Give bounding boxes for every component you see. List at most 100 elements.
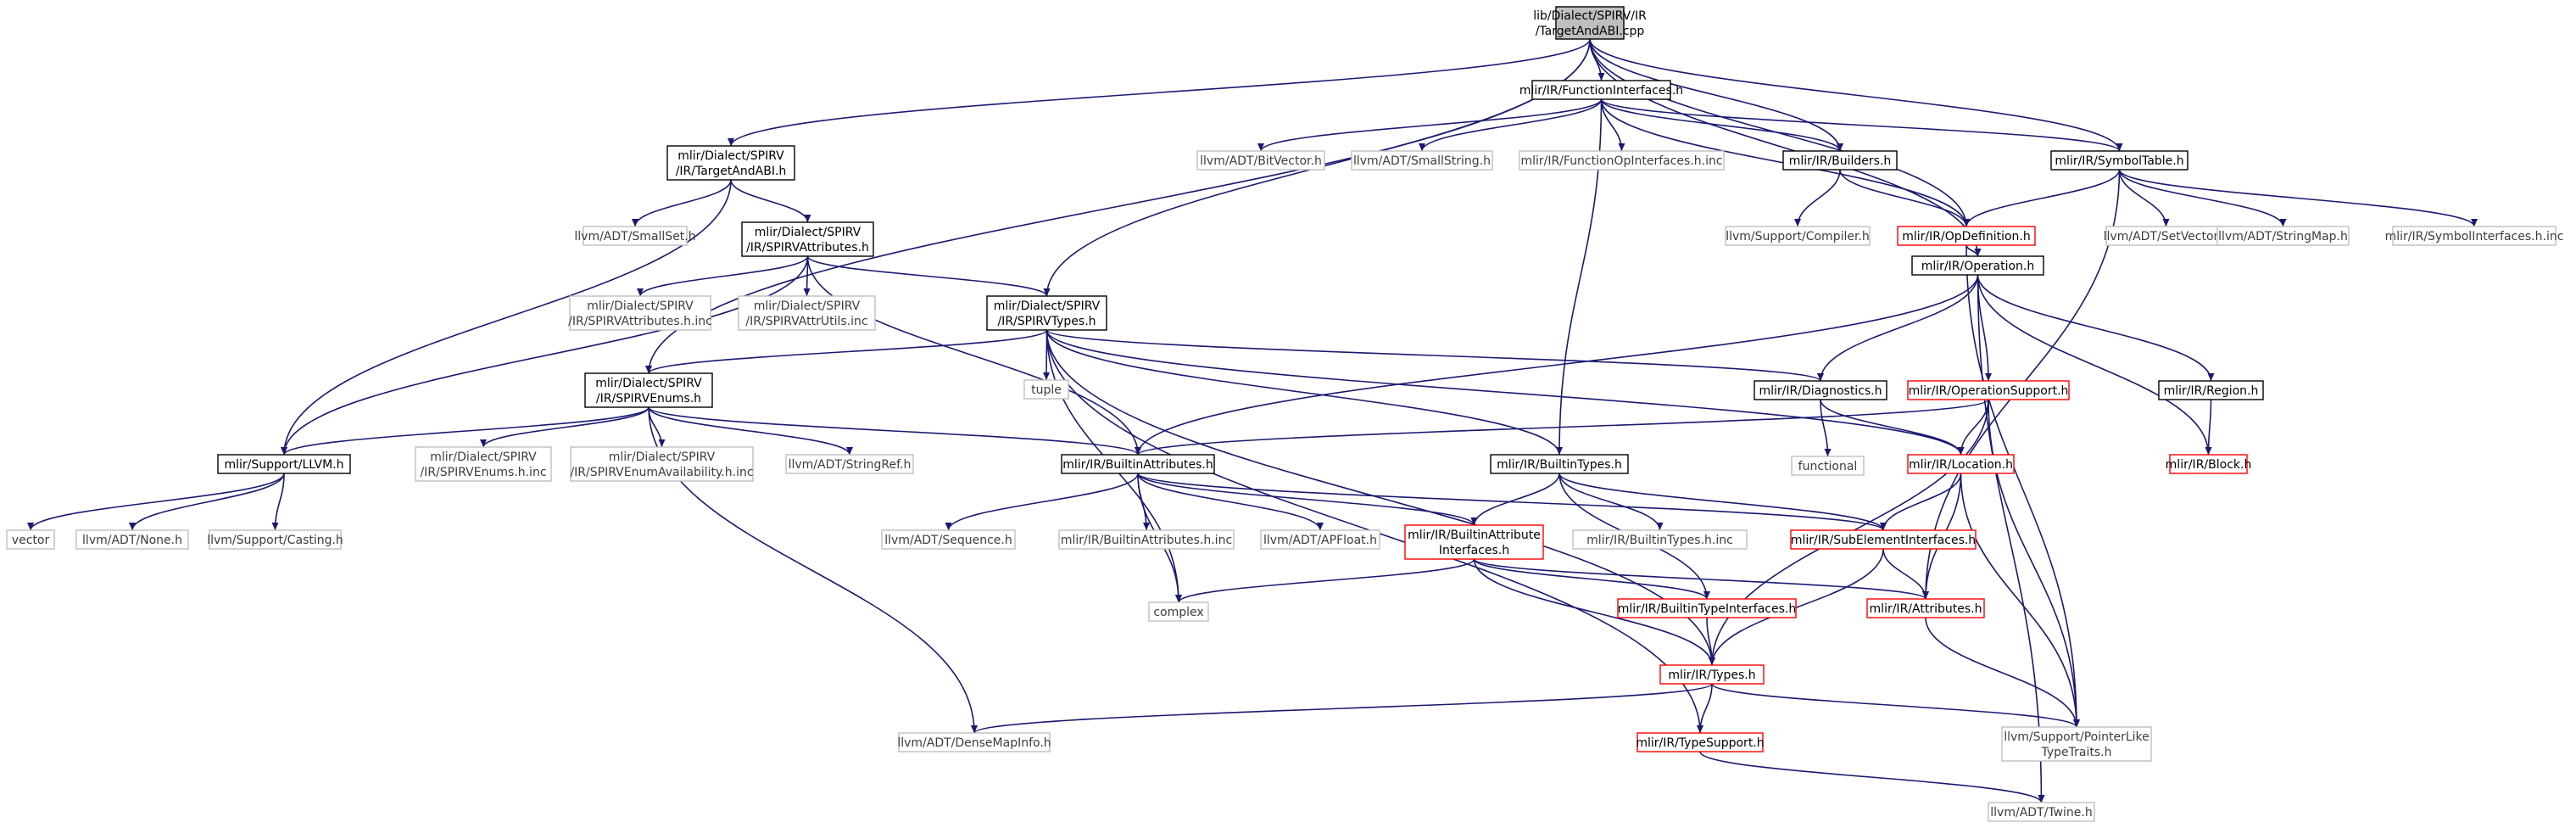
node-mlir-ir-region-h[interactable]: mlir/IR/Region.h xyxy=(2158,380,2264,400)
node-mlir-ir-operation-h[interactable]: mlir/IR/Operation.h xyxy=(1911,255,2044,276)
edge-operation-to-battr xyxy=(1135,274,1979,456)
node-label: mlir/IR/BuiltinAttribute xyxy=(1408,529,1541,542)
node-box xyxy=(1196,150,1325,171)
node-mlir-dialect-spirv-ir-spirvenumavailability-h-inc: mlir/Dialect/SPIRV/IR/SPIRVEnumAvailabil… xyxy=(570,446,754,482)
node-label: mlir/IR/BuiltinTypeInterfaces.h xyxy=(1618,602,1796,616)
node-mlir-ir-builtintypes-h[interactable]: mlir/IR/BuiltinTypes.h xyxy=(1490,454,1629,474)
edge-symtab-to-opdef xyxy=(1963,169,2121,227)
edge-spattr-to-battr xyxy=(806,255,1141,456)
node-box xyxy=(1058,529,1235,550)
node-mlir-dialect-spirv-ir-spirvenums-h-inc: mlir/Dialect/SPIRV/IR/SPIRVEnums.h.inc xyxy=(415,446,552,482)
node-functional: functional xyxy=(1791,456,1865,476)
edge-types-to-ptrlike xyxy=(1711,683,2080,728)
node-box xyxy=(1351,150,1493,171)
node-label: complex xyxy=(1153,606,1203,619)
edge-root-to-tabi xyxy=(728,38,1591,147)
node-box xyxy=(1790,529,1977,550)
node-mlir-ir-block-h[interactable]: mlir/IR/Block.h xyxy=(2166,454,2252,474)
edge-operation-to-diag xyxy=(1817,274,1979,382)
node-box xyxy=(1023,379,1069,400)
edge-sptypes-to-diag xyxy=(1045,329,1824,382)
node-box xyxy=(415,446,552,482)
node-label: llvm/ADT/BitVector.h xyxy=(1200,154,1322,168)
edge-root-to-symtab xyxy=(1589,38,2123,152)
node-label: mlir/Dialect/SPIRV xyxy=(754,299,861,313)
node-label: llvm/ADT/StringMap.h xyxy=(2218,230,2348,243)
node-label: mlir/IR/TypeSupport.h xyxy=(1636,736,1764,750)
edge-spattr-to-sptypes xyxy=(806,255,1051,297)
node-label: mlir/Dialect/SPIRV xyxy=(595,377,702,390)
node-mlir-ir-types-h[interactable]: mlir/IR/Types.h xyxy=(1659,664,1765,685)
node-label: mlir/IR/OperationSupport.h xyxy=(1909,384,2069,398)
node-mlir-ir-attributes-h[interactable]: mlir/IR/Attributes.h xyxy=(1866,598,1985,618)
edge-opdef-to-ptrlike xyxy=(1965,244,2080,728)
edge-region-to-block xyxy=(2205,399,2212,456)
node-llvm-support-compiler-h: llvm/Support/Compiler.h xyxy=(1725,226,1871,246)
node-label: mlir/IR/FunctionInterfaces.h xyxy=(1519,84,1683,98)
node-box xyxy=(1531,80,1671,100)
node-mlir-ir-symboltable-h[interactable]: mlir/IR/SymbolTable.h xyxy=(2050,150,2188,171)
node-mlir-dialect-spirv-ir-spirvattributes-h[interactable]: mlir/Dialect/SPIRV/IR/SPIRVAttributes.h xyxy=(741,221,874,257)
edge-battr-to-battrif xyxy=(1137,473,1478,526)
edge-btypes-to-battrif xyxy=(1470,473,1560,526)
node-label: mlir/IR/FunctionOpInterfaces.h.inc xyxy=(1520,154,1722,168)
node-box xyxy=(1866,598,1985,618)
node-box xyxy=(666,145,795,181)
edge-types-to-typesupport xyxy=(1697,683,1713,734)
node-mlir-dialect-spirv-ir-targetandabi-h[interactable]: mlir/Dialect/SPIRV/IR/TargetAndABI.h xyxy=(666,145,795,181)
node-label: llvm/Support/Compiler.h xyxy=(1726,230,1870,243)
node-mlir-dialect-spirv-ir-spirvenums-h[interactable]: mlir/Dialect/SPIRV/IR/SPIRVEnums.h xyxy=(584,372,713,408)
node-mlir-ir-operationsupport-h[interactable]: mlir/IR/OperationSupport.h xyxy=(1907,380,2070,400)
node-label: /IR/SPIRVAttributes.h.inc xyxy=(568,315,712,328)
node-mlir-ir-opdefinition-h[interactable]: mlir/IR/OpDefinition.h xyxy=(1897,226,2036,246)
node-box xyxy=(1725,226,1871,246)
node-box xyxy=(2158,380,2264,400)
node-label: mlir/IR/Region.h xyxy=(2164,384,2259,398)
node-box xyxy=(209,529,342,550)
node-llvm-adt-sequence-h: llvm/ADT/Sequence.h xyxy=(881,529,1016,550)
node-mlir-ir-builtintypeinterfaces-h[interactable]: mlir/IR/BuiltinTypeInterfaces.h xyxy=(1617,598,1797,618)
node-label: mlir/Dialect/SPIRV xyxy=(609,450,716,464)
node-mlir-ir-builders-h[interactable]: mlir/IR/Builders.h xyxy=(1782,150,1898,171)
node-box xyxy=(75,529,189,550)
node-box xyxy=(2001,726,2152,762)
edge-symtab-to-strmap xyxy=(2118,169,2287,227)
edge-funcif-to-smallstr xyxy=(1419,98,1603,152)
node-mlir-ir-builtinattributes-h[interactable]: mlir/IR/BuiltinAttributes.h xyxy=(1061,454,1215,474)
node-label: mlir/IR/BuiltinTypes.h.inc xyxy=(1586,534,1733,547)
node-box xyxy=(217,454,351,474)
node-box xyxy=(738,295,876,331)
node-box xyxy=(1907,454,2015,474)
node-label: mlir/Support/LLVM.h xyxy=(225,458,344,472)
node-label: llvm/ADT/None.h xyxy=(82,534,182,547)
node-mlir-ir-typesupport-h[interactable]: mlir/IR/TypeSupport.h xyxy=(1636,732,1765,752)
node-label: llvm/ADT/Sequence.h xyxy=(884,534,1012,547)
node-box xyxy=(1061,454,1215,474)
edge-btypeif-to-types xyxy=(1706,617,1715,666)
node-label: mlir/IR/Diagnostics.h xyxy=(1759,384,1882,398)
node-label: llvm/ADT/SmallString.h xyxy=(1353,154,1491,168)
node-mlir-ir-functioninterfaces-h[interactable]: mlir/IR/FunctionInterfaces.h xyxy=(1519,80,1683,100)
node-mlir-ir-diagnostics-h[interactable]: mlir/IR/Diagnostics.h xyxy=(1754,380,1887,400)
edge-root-to-builders xyxy=(1589,38,1843,152)
node-box xyxy=(2169,454,2248,474)
node-label: mlir/Dialect/SPIRV xyxy=(430,450,537,464)
node-box xyxy=(6,529,55,550)
node-label: TypeTraits.h xyxy=(2041,746,2112,759)
edge-tabi-to-smallset xyxy=(632,179,732,227)
node-vector: vector xyxy=(6,529,55,550)
edge-attributes-to-ptrlike xyxy=(1925,617,2080,728)
node-label: llvm/ADT/SmallSet.h xyxy=(574,230,695,243)
edge-llvmh-to-casting xyxy=(271,473,285,531)
edge-battrif-to-complex xyxy=(1175,558,1475,603)
node-mlir-ir-location-h[interactable]: mlir/IR/Location.h xyxy=(1907,454,2015,474)
node-mlir-ir-subelementinterfaces-h[interactable]: mlir/IR/SubElementInterfaces.h xyxy=(1790,529,1977,550)
node-label: tuple xyxy=(1031,383,1062,397)
node-mlir-dialect-spirv-ir-spirvattrutils-inc: mlir/Dialect/SPIRV/IR/SPIRVAttrUtils.inc xyxy=(738,295,876,331)
node-label: mlir/IR/SubElementInterfaces.h xyxy=(1791,534,1976,547)
node-label: /TargetAndABI.cpp xyxy=(1536,25,1645,38)
node-label: Interfaces.h xyxy=(1439,544,1509,557)
node-mlir-support-llvm-h[interactable]: mlir/Support/LLVM.h xyxy=(217,454,351,474)
node-mlir-dialect-spirv-ir-spirvtypes-h[interactable]: mlir/Dialect/SPIRV/IR/SPIRVTypes.h xyxy=(986,295,1107,331)
